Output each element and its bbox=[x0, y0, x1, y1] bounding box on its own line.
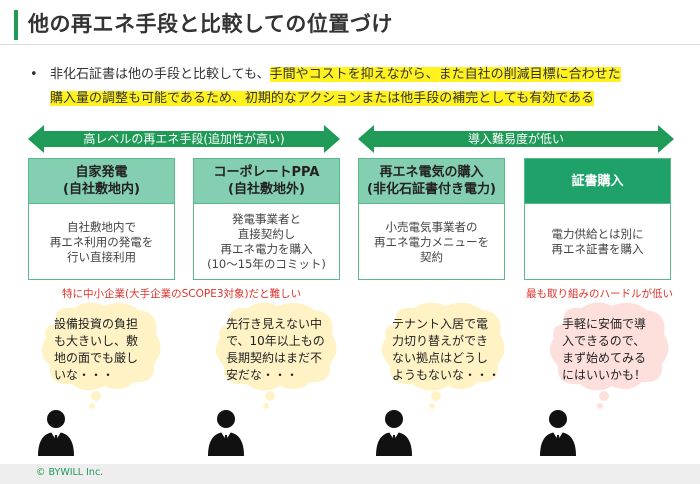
card-body-line: 再エネ証書を購入 bbox=[551, 242, 644, 256]
card-body-line: 行い直接利用 bbox=[67, 249, 136, 264]
businessman-icon bbox=[36, 408, 76, 456]
note-lowest-hurdle: 最も取り組みのハードルが低い bbox=[526, 288, 673, 300]
title-divider bbox=[0, 44, 700, 45]
arrow-high-level-label: 高レベルの再エネ手段(追加性が高い) bbox=[83, 132, 285, 146]
arrow-difficulty-label: 導入難易度が低い bbox=[467, 132, 564, 146]
title-accent-bar bbox=[14, 10, 18, 40]
card-body-line: 再エネ利用の発電を bbox=[49, 234, 154, 249]
card-body-line: 自社敷地内で bbox=[67, 219, 136, 234]
note-difficult-sme: 特に中小企業(大手企業のSCOPE3対象)だと難しい bbox=[62, 288, 302, 300]
bubble-text: テナント入居で電 力切り替えができ ない拠点はどうし ようもないな・・・ bbox=[392, 316, 500, 384]
bubble-line: いな・・・ bbox=[54, 368, 115, 382]
card-corporate-ppa: コーポレートPPA (自社敷地外) 発電事業者と 直接契約し 再エネ電力を購入 … bbox=[193, 158, 340, 280]
card-title: 再エネ電気の購入 bbox=[379, 165, 484, 180]
businessman-icon bbox=[374, 408, 414, 456]
businessman-icon bbox=[538, 408, 578, 456]
bubble-line: ようもないな・・・ bbox=[392, 368, 501, 382]
bubble-line: 安だな・・・ bbox=[226, 368, 299, 382]
bubble-line: ない拠点はどうし bbox=[392, 351, 489, 365]
card-subtitle: (非化石証書付き電力) bbox=[367, 182, 496, 197]
card-body-line: 発電事業者と bbox=[232, 212, 301, 226]
card-head: コーポレートPPA (自社敷地外) bbox=[194, 159, 339, 204]
page-title: 他の再エネ手段と比較しての位置づけ bbox=[28, 12, 393, 36]
card-subtitle: (自社敷地外) bbox=[228, 182, 305, 197]
bubble-line: 長期契約はまだ不 bbox=[226, 351, 323, 365]
card-body-line: 契約 bbox=[420, 249, 443, 264]
card-body: 発電事業者と 直接契約し 再エネ電力を購入 (10〜15年のコミット) bbox=[194, 204, 339, 280]
bubble-line: 入できるので、 bbox=[562, 334, 646, 348]
card-title: コーポレートPPA bbox=[213, 165, 320, 180]
card-renewable-purchase: 再エネ電気の購入 (非化石証書付き電力) 小売電気事業者の 再エネ電力メニューを… bbox=[358, 158, 505, 280]
bubble-line: 手軽に安価で導 bbox=[562, 317, 647, 331]
summary-text-plain: 非化石証書は他の手段と比較しても、 bbox=[50, 67, 270, 82]
card-head: 再エネ電気の購入 (非化石証書付き電力) bbox=[359, 159, 504, 204]
card-body-line: (10〜15年のコミット) bbox=[207, 257, 326, 271]
card-title: 証書購入 bbox=[571, 173, 624, 189]
bubble-line: も大きいし、敷 bbox=[54, 334, 139, 348]
thought-cloud-icon bbox=[381, 302, 505, 409]
summary-text-highlight-1: 手間やコストを抑えながら、また自社の削減目標に合わせた bbox=[269, 67, 621, 82]
card-title: 自家発電 bbox=[75, 165, 128, 180]
card-certificate-purchase: 証書購入 電力供給とは別に 再エネ証書を購入 bbox=[524, 158, 671, 280]
card-self-generation: 自家発電 (自社敷地内) 自社敷地内で 再エネ利用の発電を 行い直接利用 bbox=[28, 158, 175, 280]
summary-text-highlight-2: 購入量の調整も可能であるため、初期的なアクションまたは他手段の補完としても有効で… bbox=[50, 91, 595, 106]
summary-bullet: • 非化石証書は他の手段と比較しても、手間やコストを抑えながら、また自社の削減目… bbox=[30, 63, 690, 111]
bubble-line: テナント入居で電 bbox=[392, 317, 489, 331]
bubble-text: 先行き見えない中 で、10年以上もの 長期契約はまだ不 安だな・・・ bbox=[226, 316, 325, 384]
double-arrow-right-icon bbox=[358, 125, 674, 153]
card-body-line: 小売電気事業者の bbox=[385, 219, 478, 234]
card-body-line: 電力供給とは別に bbox=[551, 227, 644, 241]
arrow-high-level: 高レベルの再エネ手段(追加性が高い) bbox=[28, 125, 340, 153]
copyright-text: © BYWILL Inc. bbox=[36, 467, 104, 478]
bubble-line: にはいいかも！ bbox=[562, 368, 647, 382]
bubble-line: 設備投資の負担 bbox=[54, 317, 139, 331]
card-head: 証書購入 bbox=[525, 159, 670, 204]
card-body-line: 直接契約し bbox=[237, 227, 296, 241]
footer-bar: © BYWILL Inc. bbox=[0, 464, 700, 484]
card-body-line: 再エネ電力メニューを bbox=[374, 234, 489, 249]
bubble-text: 設備投資の負担 も大きいし、敷 地の面でも厳し いな・・・ bbox=[54, 316, 138, 384]
card-body: 自社敷地内で 再エネ利用の発電を 行い直接利用 bbox=[29, 204, 174, 280]
double-arrow-left-icon bbox=[28, 125, 340, 153]
card-head: 自家発電 (自社敷地内) bbox=[29, 159, 174, 204]
bubble-line: で、10年以上もの bbox=[226, 334, 325, 348]
bubble-line: 地の面でも厳し bbox=[54, 351, 139, 365]
bubble-line: まず始めてみる bbox=[562, 351, 647, 365]
card-body-line: 再エネ電力を購入 bbox=[220, 242, 313, 256]
card-subtitle: (自社敷地内) bbox=[63, 182, 140, 197]
businessman-icon bbox=[206, 408, 246, 456]
bullet-marker: • bbox=[30, 67, 38, 82]
card-body: 小売電気事業者の 再エネ電力メニューを 契約 bbox=[359, 204, 504, 280]
card-body: 電力供給とは別に 再エネ証書を購入 bbox=[525, 204, 670, 280]
bubble-line: 先行き見えない中 bbox=[226, 317, 323, 331]
arrow-difficulty: 導入難易度が低い bbox=[358, 125, 674, 153]
bubble-line: 力切り替えができ bbox=[392, 334, 489, 348]
thought-cloud-icon bbox=[41, 302, 161, 409]
bubble-text: 手軽に安価で導 入できるので、 まず始めてみる にはいいかも！ bbox=[562, 316, 646, 384]
thought-cloud-icon bbox=[215, 302, 337, 409]
thought-cloud-icon bbox=[549, 302, 669, 409]
